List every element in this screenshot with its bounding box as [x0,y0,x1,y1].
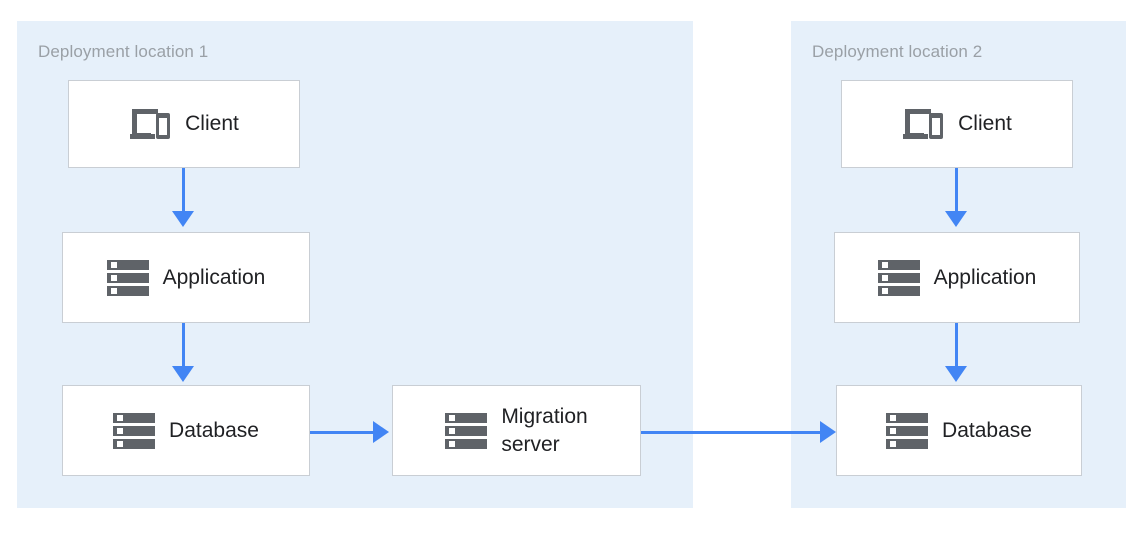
node-database-2[interactable]: Database [836,385,1082,476]
node-client-1[interactable]: Client [68,80,300,168]
server-icon [886,412,929,450]
connector-client2-application2-arrowhead [945,211,967,227]
server-icon [113,412,156,450]
node-application-1-label: Application [162,265,266,289]
connector-client2-application2-line [955,168,958,215]
deployment-zone-1-label: Deployment location 1 [38,42,209,61]
devices-icon [129,107,171,141]
devices-icon [902,107,944,141]
node-client-2[interactable]: Client [841,80,1073,168]
connector-database1-migration-line [310,431,375,434]
connector-client1-application1-arrowhead [172,211,194,227]
server-icon [877,259,920,297]
node-migration-server[interactable]: Migration server [392,385,641,476]
deployment-zone-2-label: Deployment location 2 [812,42,983,61]
node-application-1[interactable]: Application [62,232,310,323]
node-database-1-label: Database [169,418,259,442]
connector-application2-database2-line [955,323,958,370]
node-database-1[interactable]: Database [62,385,310,476]
connector-application2-database2-arrowhead [945,366,967,382]
connector-application1-database1-line [182,323,185,370]
node-client-1-label: Client [185,112,239,135]
node-migration-server-label: Migration server [501,404,588,456]
node-client-2-label: Client [958,112,1012,135]
connector-database1-migration-arrowhead [373,421,389,443]
server-icon [106,259,149,297]
node-application-2-label: Application [933,265,1037,289]
node-application-2[interactable]: Application [834,232,1080,323]
connector-migration-database2-arrowhead [820,421,836,443]
node-database-2-label: Database [942,418,1032,442]
connector-client1-application1-line [182,168,185,215]
server-icon [445,412,488,450]
connector-application1-database1-arrowhead [172,366,194,382]
connector-migration-database2-line [641,431,822,434]
